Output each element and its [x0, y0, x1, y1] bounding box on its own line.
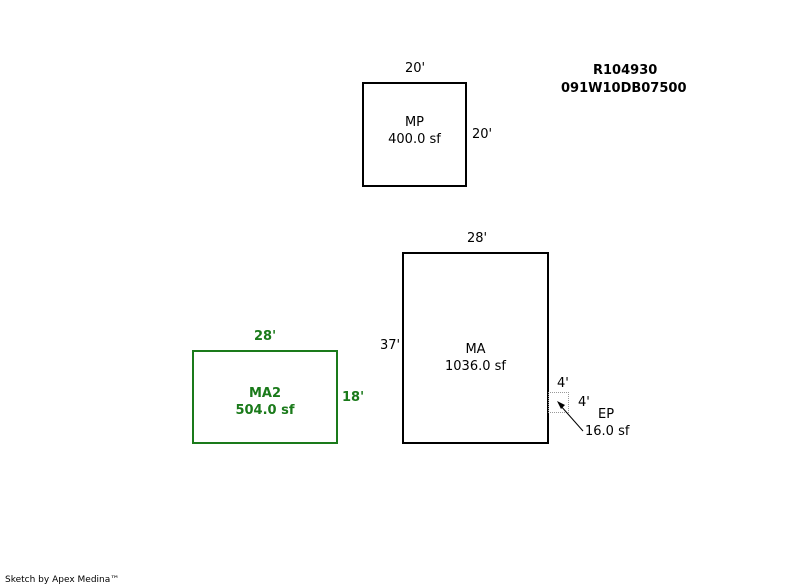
mp-area-value: 400.0 sf: [388, 132, 441, 147]
ep-width-label: 4': [557, 376, 569, 391]
ep-name: EP: [598, 407, 615, 422]
mp-name: MP: [404, 115, 425, 130]
ma-height-label: 37': [380, 338, 401, 353]
ma2-area-rect: [192, 350, 338, 444]
ma-name: MA: [465, 342, 486, 357]
ma2-name: MA2: [248, 386, 282, 401]
ma-area-label: MA 1036.0 sf: [404, 341, 547, 375]
ep-area-value: 16.0 sf: [585, 424, 630, 439]
sketch-credit: Sketch by Apex Medina™: [5, 575, 120, 585]
mp-height-label: 20': [472, 127, 493, 142]
ma2-area-value: 504.0 sf: [235, 403, 295, 418]
map-number: 091W10DB07500: [561, 81, 687, 96]
mp-area-rect: [362, 82, 467, 187]
ma2-height-label: 18': [342, 390, 365, 405]
ep-height-label: 4': [578, 395, 590, 410]
ma2-width-label: 28': [254, 329, 277, 344]
mp-area-label: MP 400.0 sf: [364, 114, 465, 148]
ma-width-label: 28': [467, 231, 488, 246]
ma-area-value: 1036.0 sf: [445, 359, 506, 374]
mp-width-label: 20': [405, 61, 426, 76]
ep-area-rect: [548, 392, 569, 413]
ma2-area-label: MA2 504.0 sf: [194, 385, 336, 419]
parcel-id: R104930: [593, 63, 658, 78]
ma-area-rect: [402, 252, 549, 444]
